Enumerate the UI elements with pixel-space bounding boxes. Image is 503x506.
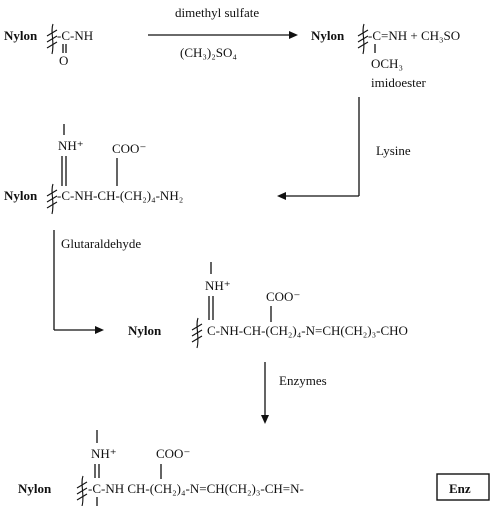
nylon-label-2: Nylon (311, 28, 345, 43)
nh-plus-3: NH⁺ (205, 278, 231, 293)
nylon-surface-hatch-5 (76, 475, 88, 506)
glutaraldehyde-chain: C-NH-CH-(CH₂)₄-N=CH(CH₂)₃-CHO (207, 323, 408, 338)
nh-plus-4: NH⁺ (91, 446, 117, 461)
nylon-label-5: Nylon (18, 481, 52, 496)
enzyme-label: Enz (449, 481, 471, 496)
enzyme-box (436, 473, 490, 501)
methoxy-label: OCH₃ (371, 56, 403, 71)
amide-group: -C-NH (57, 28, 93, 43)
nylon-label-1: Nylon (4, 28, 38, 43)
imidoester-group: -C=NH + CH₃SO (368, 28, 460, 43)
nylon-label-3: Nylon (4, 188, 38, 203)
nylon-surface-hatch-4 (191, 317, 203, 349)
nylon-surface-hatch-1 (46, 23, 58, 55)
nh-plus-2: NH⁺ (58, 138, 84, 153)
final-chain: -C-NH CH-(CH₂)₄-N=CH(CH₂)₃-CH=N- (88, 481, 304, 496)
arrow-head-lysine (277, 192, 286, 200)
nylon-label-4: Nylon (128, 323, 162, 338)
arrow-head-enzymes (261, 415, 269, 424)
carboxylate-4: COO⁻ (156, 446, 190, 461)
oxygen-label: O (59, 53, 68, 68)
arrow-head-glutaraldehyde (95, 326, 104, 334)
reagent-glutaraldehyde: Glutaraldehyde (61, 236, 141, 251)
reagent-dimethyl-sulfate: dimethyl sulfate (175, 5, 259, 20)
imidoester-label: imidoester (371, 75, 427, 90)
nylon-surface-hatch-2 (357, 23, 369, 55)
arrow-head-step1 (289, 31, 298, 39)
nylon-surface-hatch-3 (46, 183, 58, 215)
carboxylate-3: COO⁻ (266, 289, 300, 304)
lysine-chain: -C-NH-CH-(CH₂)₄-NH₂ (57, 188, 183, 203)
reagent-enzymes: Enzymes (279, 373, 327, 388)
reagent-lysine: Lysine (376, 143, 411, 158)
carboxylate-2: COO⁻ (112, 141, 146, 156)
reagent-formula: (CH₃)₂SO₄ (180, 45, 237, 60)
